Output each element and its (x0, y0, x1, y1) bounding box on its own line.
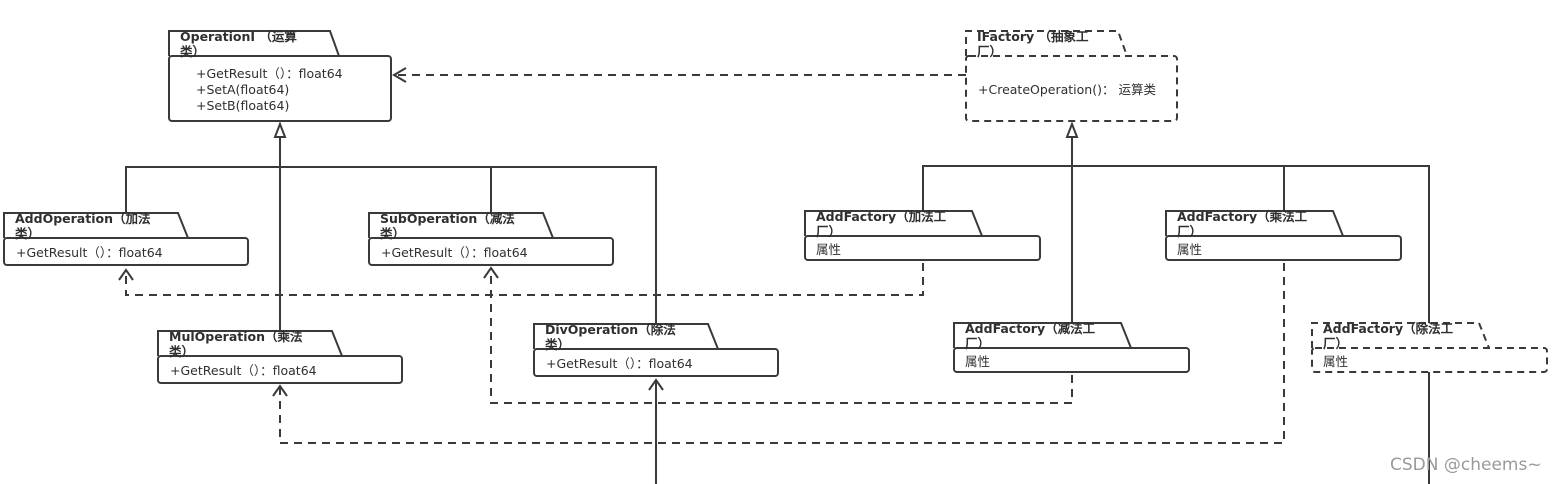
dependency-arrowhead-addoperation (118, 268, 134, 281)
class-body (953, 347, 1190, 373)
class-member: +GetResult（）：float64 (196, 66, 343, 81)
dependency-subfactory-suboperation (490, 268, 1073, 404)
class-title-line2: 厂） (1177, 224, 1202, 239)
class-tab (1165, 210, 1344, 237)
class-title-line1: OperationI （运算 (180, 29, 297, 44)
class-tab (533, 323, 719, 350)
class-title-line1: AddFactory（加法工 (816, 209, 947, 224)
class-title-line1: MulOperation（乘法 (169, 329, 303, 344)
class-member: 属性 (816, 242, 841, 257)
class-title-line2: 厂） (977, 44, 1002, 59)
class-body (965, 55, 1178, 122)
class-member: 属性 (965, 354, 990, 369)
class-member: +CreateOperation()： 运算类 (978, 82, 1156, 97)
class-title-line2: 厂） (965, 336, 990, 351)
class-muloperation[interactable]: MulOperation（乘法 类） +GetResult（）：float64 (157, 329, 403, 384)
class-tab (157, 330, 343, 357)
class-title-line1: AddOperation（加法 (15, 211, 151, 226)
class-addfactory-add[interactable]: AddFactory（加法工 厂） 属性 (804, 209, 1041, 261)
class-body (368, 237, 614, 266)
dependency-mulfactory-muloperation (279, 263, 1285, 444)
class-title-line2: 厂） (816, 224, 841, 239)
class-tab (953, 322, 1132, 349)
inherit-arrowhead-ifactory (1065, 121, 1079, 138)
class-title-line1: DivOperation（除法 (545, 322, 676, 337)
class-addfactory-div[interactable]: AddFactory（除法工 厂） 属性 (1311, 321, 1548, 373)
class-divoperation[interactable]: DivOperation（除法 类） +GetResult（）：float64 (533, 322, 779, 377)
class-title-line1: SubOperation（减法 (380, 211, 515, 226)
class-body (1165, 235, 1402, 261)
connectors (118, 67, 1430, 484)
class-title-line1: AddFactory（减法工 (965, 321, 1096, 336)
inherit-arrowhead-operation (273, 121, 287, 138)
class-member: +SetB(float64) (196, 98, 289, 113)
div-operation-arrow-top (648, 378, 664, 391)
class-addfactory-sub[interactable]: AddFactory（减法工 厂） 属性 (953, 321, 1190, 373)
class-member: +GetResult（）：float64 (170, 363, 317, 378)
class-title-line2: 类） (380, 226, 405, 241)
dependency-arrowhead-muloperation (272, 384, 288, 397)
class-tab (965, 30, 1128, 57)
inherit-line-operation-branches (125, 166, 657, 323)
class-member: +GetResult（）：float64 (546, 356, 693, 371)
dependency-arrowhead-operation (392, 67, 407, 83)
dependency-addfactory-addoperation (125, 263, 924, 296)
class-title-line2: 类） (545, 337, 570, 352)
class-tab (168, 30, 340, 57)
class-title-line2: 类） (15, 226, 40, 241)
class-body (533, 348, 779, 377)
class-tab (368, 212, 554, 239)
class-suboperation[interactable]: SubOperation（减法 类） +GetResult（）：float64 (368, 211, 614, 266)
class-body (3, 237, 249, 266)
class-body (168, 55, 392, 122)
class-ifactory[interactable]: IFactory （抽象工 厂） +CreateOperation()： 运算类 (965, 29, 1178, 122)
watermark: CSDN @cheems~ (1390, 455, 1542, 475)
class-member: 属性 (1323, 354, 1348, 369)
class-body (1311, 347, 1548, 373)
class-operationi[interactable]: OperationI （运算 类） +GetResult（）：float64 +… (168, 29, 392, 122)
class-tab (3, 212, 189, 239)
class-body (157, 355, 403, 384)
class-addoperation[interactable]: AddOperation（加法 类） +GetResult（）：float64 (3, 211, 249, 266)
class-title-line2: 类） (169, 344, 194, 359)
class-title-line1: AddFactory（除法工 (1323, 321, 1454, 336)
class-title-line2: 类） (180, 44, 205, 59)
class-title-line2: 厂） (1323, 336, 1348, 351)
class-body (804, 235, 1041, 261)
class-title-line1: AddFactory（乘法工 (1177, 209, 1308, 224)
class-tab (1311, 322, 1490, 349)
class-member: +GetResult（）：float64 (381, 245, 528, 260)
class-member: +SetA(float64) (196, 82, 289, 97)
class-title-line1: IFactory （抽象工 (977, 29, 1089, 44)
class-addfactory-mul[interactable]: AddFactory（乘法工 厂） 属性 (1165, 209, 1402, 261)
class-member: +GetResult（）：float64 (16, 245, 163, 260)
class-member: 属性 (1177, 242, 1202, 257)
dependency-arrowhead-suboperation (483, 266, 499, 279)
class-tab (804, 210, 983, 237)
